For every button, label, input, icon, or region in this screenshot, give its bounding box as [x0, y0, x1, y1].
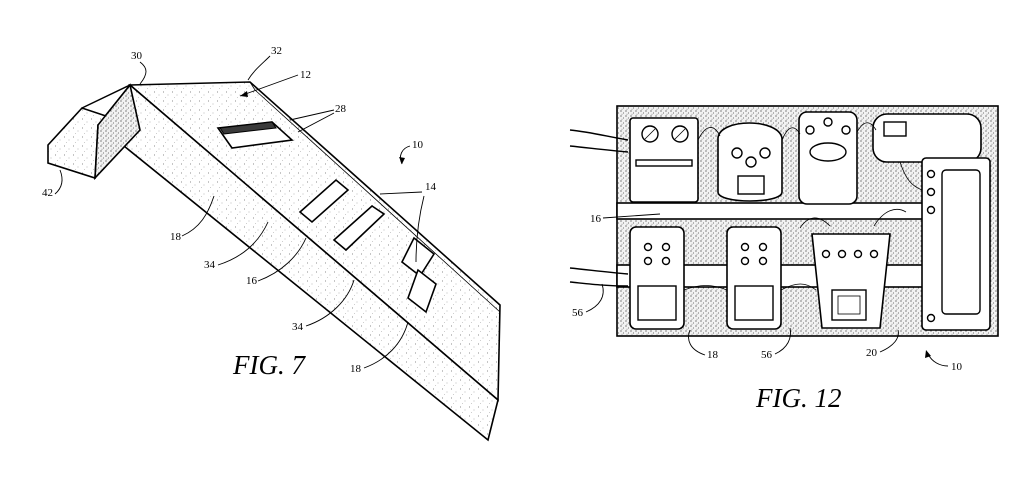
- fig7-ref-34b: 34: [292, 321, 304, 333]
- fig7-caption: FIG. 7: [232, 350, 306, 380]
- fig7-ref-30: 30: [131, 50, 143, 62]
- fig12-pedal-right-tall: [921, 157, 991, 331]
- fig12-ref-20: 20: [866, 347, 878, 359]
- fig7-ref-14: 14: [425, 181, 437, 193]
- fig7-ref-34a: 34: [204, 259, 216, 271]
- fig12-pedal-top-4: [872, 113, 982, 163]
- fig7-channel-b: [332, 204, 386, 252]
- fig7-ref-12: 12: [300, 69, 311, 81]
- fig12-pedal-bottom-3: [811, 233, 891, 329]
- fig7-ref-32: 32: [271, 45, 282, 57]
- fig7-ref-28: 28: [335, 103, 347, 115]
- fig12-rail-upper: [616, 202, 924, 220]
- fig12-ref-16: 16: [590, 213, 602, 225]
- fig7-channel-c: [400, 236, 436, 278]
- fig12-pedal-top-2: [717, 122, 783, 202]
- fig7-top-surface: [127, 81, 501, 402]
- fig7-ref-16: 16: [246, 275, 258, 287]
- fig12-pedal-bottom-2: [726, 226, 782, 330]
- figure-12: 16 56 18 56 20 10 FIG. 12: [569, 105, 999, 413]
- figure-7: 30 32 12 28 10 14 42 18 34 16 34 18 FIG.…: [42, 45, 501, 442]
- fig12-ref-10: 10: [951, 361, 963, 373]
- fig12-pedal-top-1: [629, 117, 699, 203]
- fig7-channel-a: [298, 178, 350, 224]
- fig12-ref-56a: 56: [572, 307, 584, 319]
- fig12-pedal-top-3: [798, 111, 858, 205]
- fig7-ref-18a: 18: [170, 231, 182, 243]
- fig7-ref-18b: 18: [350, 363, 362, 375]
- fig12-caption: FIG. 12: [755, 383, 841, 413]
- fig7-ref-42: 42: [42, 187, 53, 199]
- fig7-ref-10: 10: [412, 139, 424, 151]
- fig12-ref-18: 18: [707, 349, 719, 361]
- fig12-ref-56b: 56: [761, 349, 773, 361]
- fig12-pedal-bottom-1: [629, 226, 685, 330]
- fig7-opening-28-shadow: [219, 121, 277, 135]
- fig7-channel-d: [407, 268, 437, 314]
